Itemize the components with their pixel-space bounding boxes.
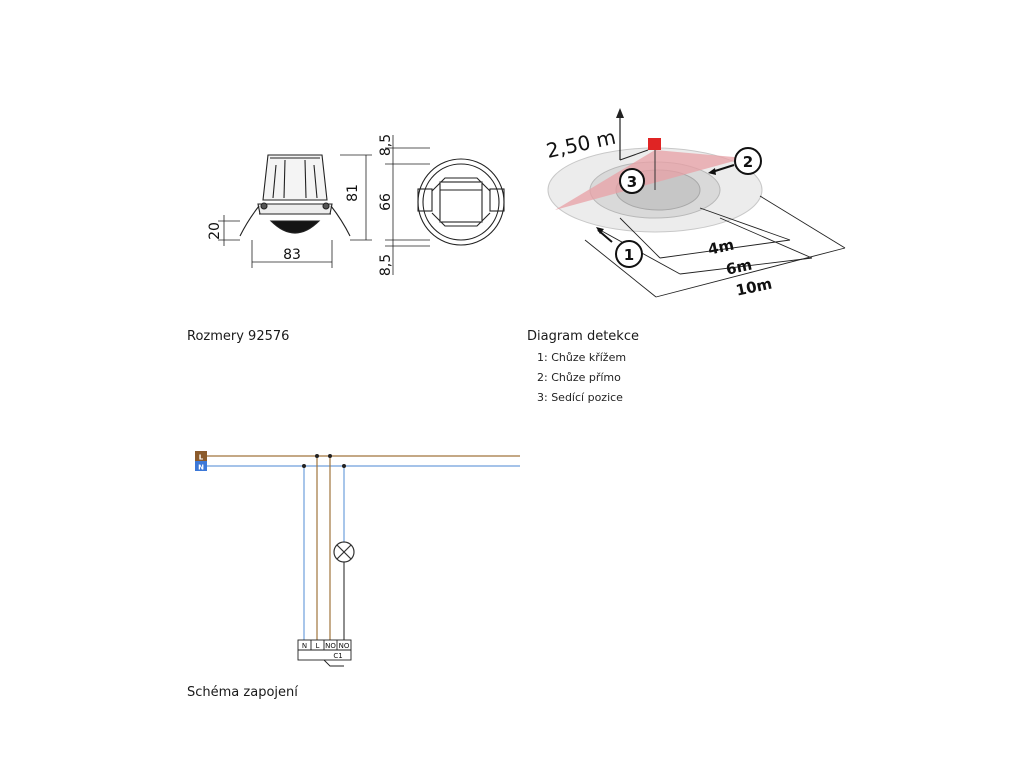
L-badge: [195, 451, 207, 461]
detection-zone: [555, 150, 745, 210]
L-badge-label: L: [199, 454, 204, 462]
dim-label-height: 20: [207, 222, 223, 240]
dimensions-caption: Rozmery 92576: [187, 329, 290, 344]
sensor-front-view: [417, 158, 505, 246]
range-10m: 10m: [734, 275, 773, 300]
dim-label-middle: 66: [378, 193, 394, 211]
detection-legend: 1: Chůze křížem 2: Chůze přímo 3: Sedící…: [537, 351, 626, 411]
N-badge: [195, 461, 207, 471]
lamp-icon: [333, 541, 355, 563]
legend-item-1: 1: Chůze křížem: [537, 351, 627, 364]
range-4m: 4m: [706, 236, 735, 259]
dim-label-overall: 81: [345, 184, 361, 202]
detection-diagram: [547, 108, 846, 298]
marker-2-label: 2: [743, 153, 753, 171]
sensor-side-view: [239, 154, 351, 237]
range-6m: 6m: [724, 256, 753, 279]
terminal-N: N: [302, 642, 307, 650]
terminal-L: L: [316, 642, 320, 650]
dim-label-width: 83: [283, 247, 301, 263]
legend-item-3: 3: Sedící pozice: [537, 391, 623, 404]
dim-label-bottom: 8,5: [378, 254, 394, 276]
terminal-NO-1: NO: [325, 642, 336, 650]
contact-C1: C1: [333, 652, 342, 660]
N-badge-label: N: [198, 464, 204, 472]
detection-caption: Diagram detekce: [527, 329, 639, 344]
dim-label-top: 8,5: [378, 134, 394, 156]
wiring-caption: Schéma zapojení: [187, 685, 298, 700]
marker-3-label: 3: [627, 173, 637, 191]
sensor-marker-icon: [648, 138, 661, 150]
marker-1-label: 1: [624, 246, 634, 264]
terminal-NO-2: NO: [339, 642, 350, 650]
wiring-diagram: [195, 451, 520, 667]
legend-item-2: 2: Chůze přímo: [537, 371, 621, 384]
